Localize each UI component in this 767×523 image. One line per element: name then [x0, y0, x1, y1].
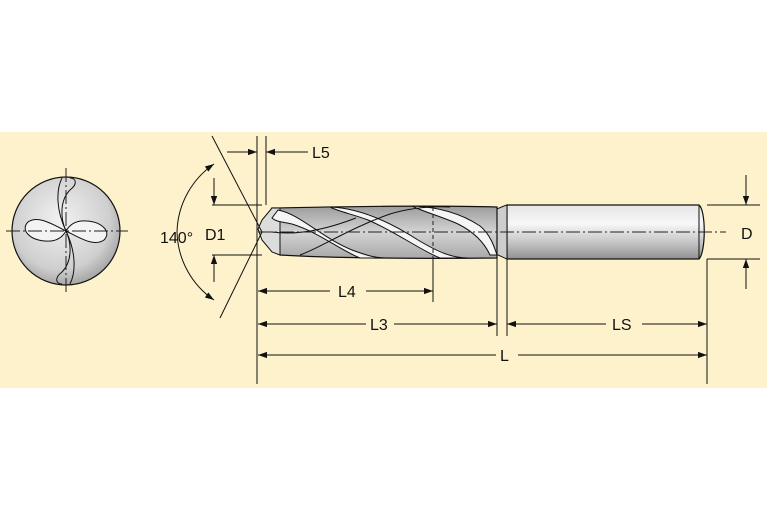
- d1-label: D1: [205, 227, 226, 244]
- l5-label: L5: [312, 145, 330, 162]
- background-band: [0, 132, 767, 388]
- angle-label: 140°: [160, 230, 193, 247]
- d-label: D: [741, 226, 753, 243]
- l-label: L: [500, 348, 509, 365]
- dimension-lines: [176, 135, 760, 384]
- l4-label: L4: [338, 284, 356, 301]
- ls-label: LS: [612, 317, 632, 334]
- drill-body: [257, 204, 726, 260]
- end-view: [6, 168, 128, 294]
- l3-label: L3: [370, 317, 388, 334]
